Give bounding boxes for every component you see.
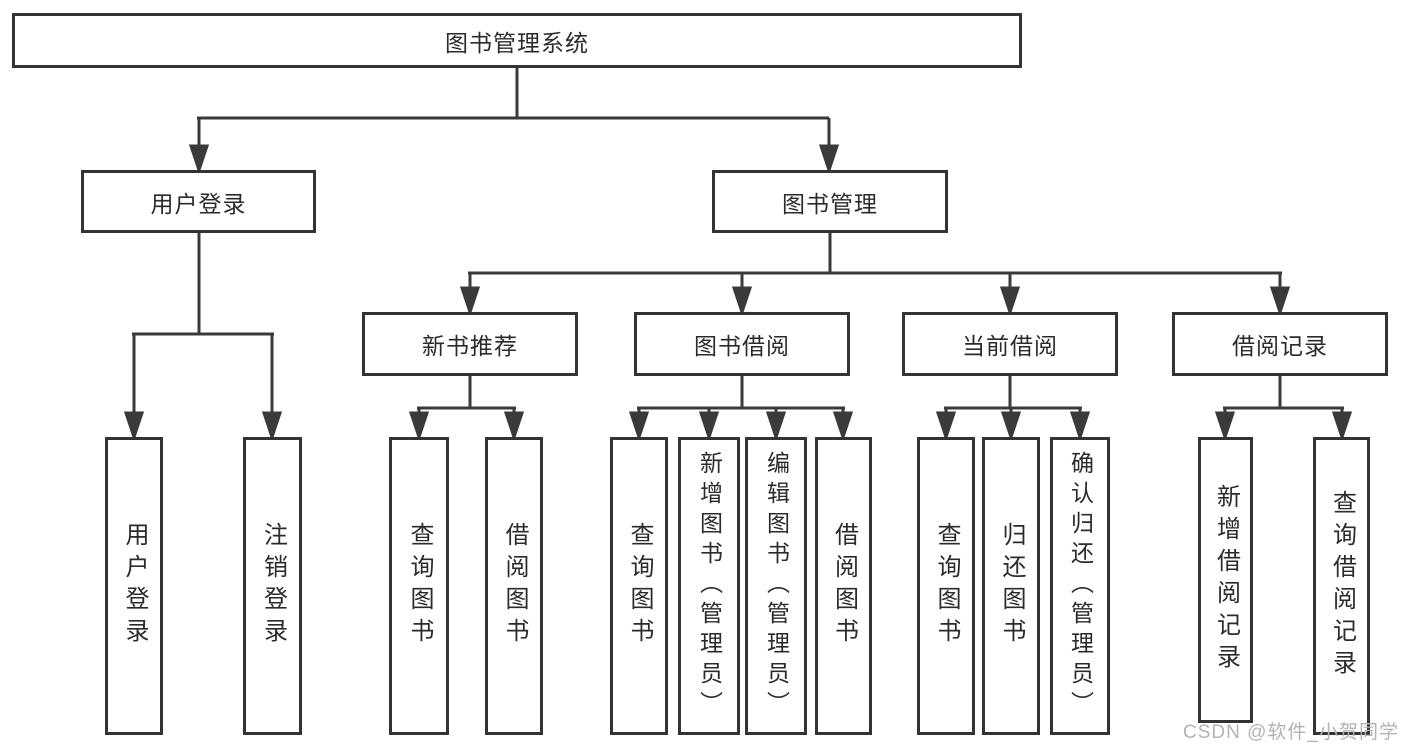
leaf-query-borrow-record: 查询借阅记录 [1313,437,1370,735]
node-library-system: 图书管理系统 [12,13,1022,68]
arrowhead [1269,286,1291,317]
leaf-query-books-current: 查询图书 [917,437,975,735]
arrowhead [188,144,210,175]
node-current-borrowing: 当前借阅 [902,312,1118,376]
node-book-management: 图书管理 [712,170,948,233]
leaf-add-book-admin: 新增图书（管理员） [678,437,740,735]
arrowhead [1000,411,1022,442]
arrowhead [698,411,720,442]
arrowhead [261,411,283,442]
node-borrowing-records: 借阅记录 [1172,312,1388,376]
arrowhead [999,286,1021,317]
connector-book-borrow-split [628,376,854,442]
leaf-borrow-books: 借阅图书 [815,437,872,735]
leaf-borrow-books-recommend: 借阅图书 [485,437,543,735]
connector-current-borrow-split [935,376,1091,442]
leaf-return-book: 归还图书 [982,437,1040,735]
connector-book-management-split [459,233,1291,317]
connector-user-login-split [123,233,283,442]
leaf-edit-book-admin: 编辑图书（管理员） [745,437,807,735]
leaf-query-books-borrowing: 查询图书 [610,437,668,735]
leaf-query-books-recommend: 查询图书 [389,437,449,735]
watermark: CSDN @软件_小贺同学 [1183,722,1399,743]
connector-new-book-split [408,376,525,442]
leaf-logout: 注销登录 [243,437,302,735]
node-book-borrowing: 图书借阅 [634,312,850,376]
arrowhead [818,144,840,175]
arrowhead [832,411,854,442]
arrowhead [765,411,787,442]
node-user-login: 用户登录 [81,170,316,233]
arrowhead [1331,411,1353,442]
arrowhead [731,286,753,317]
leaf-confirm-return-admin: 确认归还（管理员） [1050,437,1110,735]
leaf-add-borrow-record: 新增借阅记录 [1198,437,1253,723]
leaf-user-login: 用户登录 [105,437,163,735]
arrowhead [123,411,145,442]
arrowhead [503,411,525,442]
node-new-book-recommend: 新书推荐 [362,312,578,376]
arrowhead [1214,411,1236,442]
connector-borrow-records-split [1214,376,1353,442]
arrowhead [628,411,650,442]
arrowhead [1069,411,1091,442]
arrowhead [408,411,430,442]
arrowhead [459,286,481,317]
arrowhead [935,411,957,442]
connector-root-split [188,68,840,175]
